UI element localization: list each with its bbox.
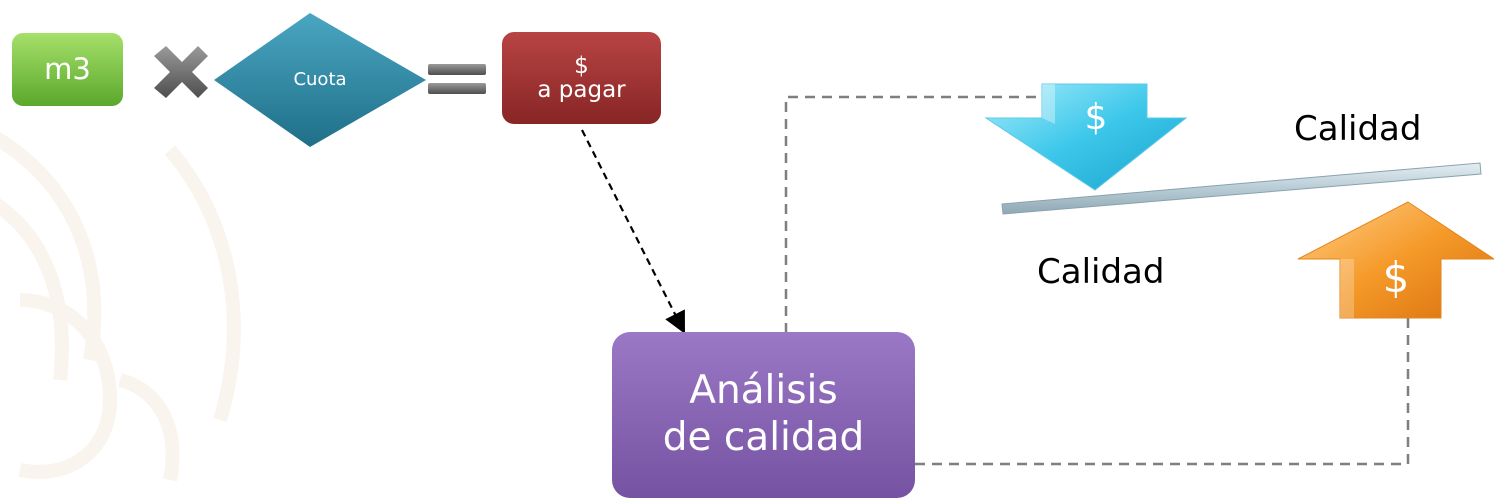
analysis-line1: Análisis bbox=[689, 368, 838, 414]
up-arrow-icon bbox=[1297, 201, 1494, 319]
quality-low-label: Calidad bbox=[1037, 255, 1164, 289]
quality-high-label-text: Calidad bbox=[1294, 109, 1422, 149]
analysis-line2: de calidad bbox=[662, 415, 865, 460]
equals-icon bbox=[428, 64, 486, 94]
up-arrow-symbol: $ bbox=[1354, 248, 1438, 308]
volume-label-text: m3 bbox=[44, 52, 91, 87]
rate-label-text: Cuota bbox=[293, 68, 347, 90]
quality-low-label-text: Calidad bbox=[1037, 252, 1165, 292]
analysis-label: Análisis de calidad bbox=[612, 332, 915, 498]
analysis-to-up-arrow-connector bbox=[915, 318, 1410, 466]
up-arrow-symbol-text: $ bbox=[1382, 252, 1410, 302]
quality-high-label: Calidad bbox=[1294, 112, 1421, 146]
amount-label: $ a pagar bbox=[502, 32, 661, 124]
analysis-to-down-arrow-connector bbox=[784, 95, 1038, 333]
amount-box bbox=[502, 32, 661, 124]
rate-label: Cuota bbox=[214, 13, 426, 147]
down-arrow-icon bbox=[984, 83, 1188, 191]
volume-box bbox=[12, 33, 123, 106]
rate-diamond bbox=[214, 13, 426, 147]
watermark-emblem bbox=[0, 132, 241, 482]
analysis-box bbox=[612, 332, 915, 498]
multiply-icon bbox=[154, 46, 208, 98]
amount-symbol: $ bbox=[574, 52, 589, 79]
amount-label-text: a pagar bbox=[537, 77, 626, 103]
down-arrow-symbol: $ bbox=[1055, 94, 1137, 142]
amount-to-analysis-arrow bbox=[581, 129, 685, 334]
balance-beam bbox=[1001, 162, 1482, 215]
down-arrow-symbol-text: $ bbox=[1084, 97, 1108, 139]
volume-label: m3 bbox=[12, 33, 123, 106]
